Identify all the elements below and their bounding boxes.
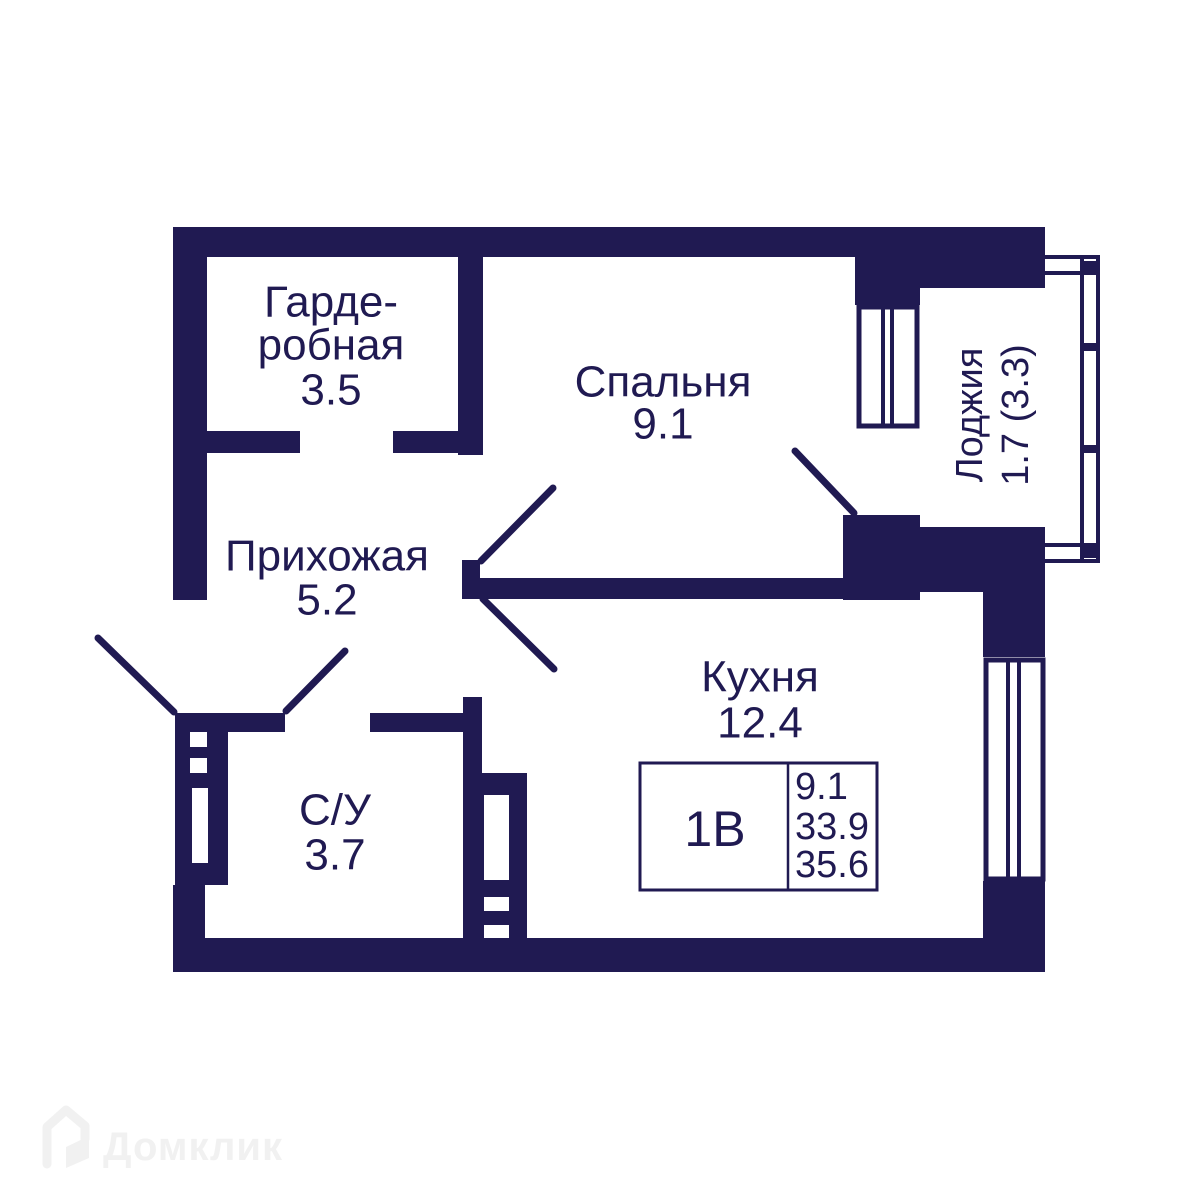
wardrobe-label-line1: Гарде- (264, 278, 398, 327)
glazing-bottom-line (1045, 543, 1100, 547)
plumbing-shaft-notch (484, 925, 509, 938)
glazing-top-line (1045, 255, 1100, 259)
loggia-bottom-wall (920, 527, 983, 592)
kitchen-window-pane-line (1017, 658, 1021, 880)
bottom-exterior-wall (173, 938, 1045, 972)
kitchen-window-pane-line (1006, 658, 1010, 880)
bedroom-area: 9.1 (632, 400, 693, 449)
bedroom-loggia-wall-upper (855, 257, 920, 305)
bedroom-label: Спальня (575, 358, 752, 407)
wardrobe-bottom-wall-right (393, 431, 467, 453)
info-box-frame (638, 761, 879, 892)
shaft-notches (190, 732, 509, 938)
windows (856, 304, 1046, 882)
left-exterior-wall-lower (173, 885, 205, 938)
vent-shaft-notch (192, 788, 208, 863)
bedroom-corner-block (843, 515, 920, 600)
glazing-outer-line (1096, 255, 1100, 563)
watermark-brand-text: Домклик (103, 1125, 283, 1169)
unit-info-box: 1В 9.1 33.9 35.6 (638, 761, 879, 892)
glazing-corner-block (1084, 261, 1096, 274)
loggia-area: 1.7 (3.3) (995, 344, 1037, 486)
bathroom-top-wall-right (370, 713, 463, 732)
glazing-inner-line (1080, 255, 1084, 563)
balcony-door-swing (791, 447, 858, 517)
entrance-door-swing (94, 634, 178, 716)
domclick-house-icon (42, 1105, 90, 1169)
vent-shaft-notch (190, 758, 207, 773)
bedroom-loggia-window (856, 304, 920, 429)
walls (173, 227, 1045, 972)
loggia-glazing (1045, 255, 1100, 563)
info-total-area: 35.6 (795, 844, 869, 886)
bathroom-kitchen-wall (463, 697, 482, 938)
hallway-area: 5.2 (296, 576, 357, 625)
kitchen-label: Кухня (701, 653, 819, 702)
wardrobe-label-line2: робная (258, 321, 405, 370)
info-room-area: 9.1 (795, 766, 848, 808)
plumbing-shaft-notch (484, 795, 509, 880)
glazing-mullion (1080, 445, 1100, 453)
kitchen-door-swing (479, 595, 558, 673)
bathroom-door-swing (282, 647, 349, 715)
left-exterior-wall-upper (173, 227, 207, 600)
bathroom-area: 3.7 (304, 831, 365, 880)
glazing-bottom-line (1045, 559, 1100, 563)
domclick-house-icon-flap (66, 1136, 89, 1168)
watermark: Домклик (42, 1105, 283, 1169)
kitchen-right-wall-upper (983, 527, 1045, 657)
wardrobe-area: 3.5 (300, 366, 361, 415)
plumbing-shaft-notch (484, 897, 509, 911)
top-exterior-wall (173, 227, 1045, 257)
unit-type-label: 1В (684, 801, 745, 857)
info-living-area: 33.9 (795, 806, 869, 848)
hallway-label: Прихожая (225, 532, 429, 581)
bedroom-bottom-wall (462, 578, 843, 599)
door-swings (94, 447, 858, 716)
bedroom-window-pane-line (881, 305, 885, 428)
glazing-corner-block (1084, 545, 1096, 558)
room-labels: Гарде- робная 3.5 Спальня 9.1 Прихожая 5… (225, 278, 1037, 880)
glazing-mullion (1080, 343, 1100, 351)
loggia-label: Лоджия (949, 348, 991, 483)
glazing-top-line (1045, 271, 1100, 275)
bedroom-door-swing (477, 484, 557, 565)
loggia-top-wall (920, 257, 1045, 288)
wardrobe-bottom-wall-left (207, 431, 300, 453)
kitchen-window (983, 657, 1046, 882)
wardrobe-bedroom-wall (458, 227, 483, 455)
bedroom-window-pane-line (890, 305, 894, 428)
bathroom-label: С/У (299, 786, 372, 835)
kitchen-area: 12.4 (717, 699, 803, 748)
vent-shaft-notch (190, 732, 207, 747)
